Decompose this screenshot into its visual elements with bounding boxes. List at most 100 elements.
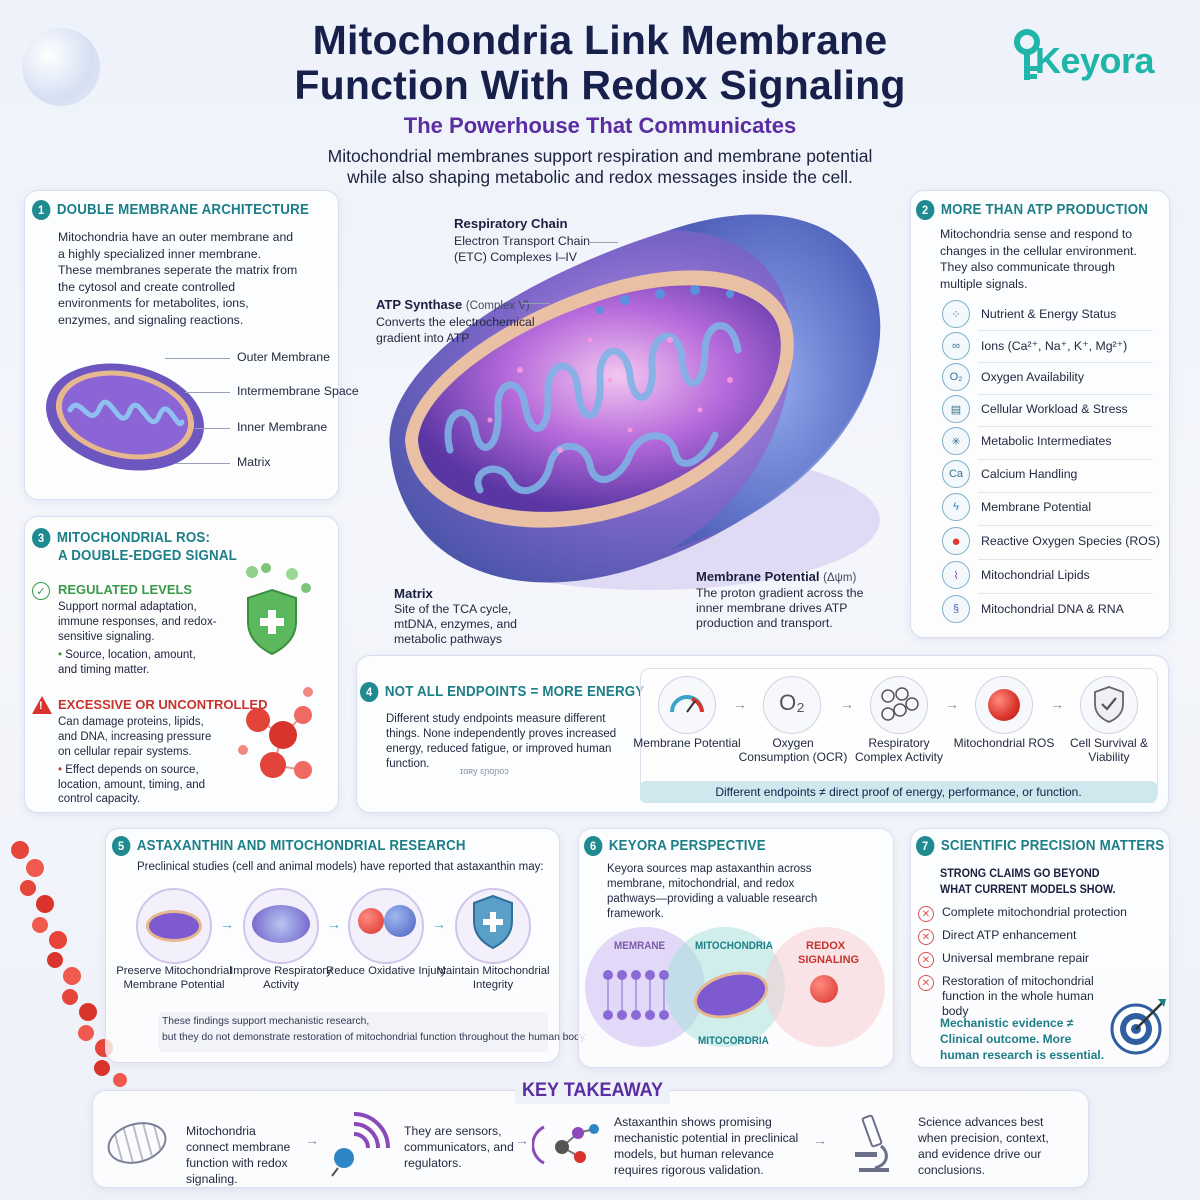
endpoint-gauge xyxy=(658,676,716,734)
divider xyxy=(978,593,1153,594)
list-item-ions: ∞ Ions (Ca²⁺, Na⁺, K⁺, Mg²⁺) xyxy=(942,332,1127,360)
regulated-levels-body: Support normal adaptation, immune respon… xyxy=(58,601,217,643)
section-2-title-text: MORE THAN ATP PRODUCTION xyxy=(940,201,1149,218)
ros-icon: ● xyxy=(942,527,970,555)
list-item-calcium: Ca Calcium Handling xyxy=(942,460,1077,488)
section-5-intro: Preclinical studies (cell and animal mod… xyxy=(137,861,544,873)
lightning-icon: ϟ xyxy=(942,493,970,521)
takeaway-item-3: Astaxanthin shows promising mechanistic … xyxy=(614,1115,799,1177)
section-5-note-1: These findings support mechanistic resea… xyxy=(162,1016,370,1027)
section-3-title-text-1: MITOCHONDRIAL ROS: xyxy=(56,529,211,546)
section-7-title-text: SCIENTIFIC PRECISION MATTERS xyxy=(940,837,1165,854)
divider xyxy=(978,330,1153,331)
atp-synthase-body-2: gradient into ATP xyxy=(376,331,470,345)
intro-line-1: Mitochondrial membranes support respirat… xyxy=(327,146,873,166)
section-7-footer: Mechanistic evidence ≠ Clinical outcome.… xyxy=(940,1016,1105,1062)
key-takeaway-title: KEY TAKEAWAY xyxy=(521,1080,664,1101)
section-4-faint-text: ɪɑʀy ɛɲɑɲoɔ xyxy=(460,766,509,776)
inner-membrane-pointer xyxy=(195,428,230,429)
endpoints-banner-text: Different endpoints ≠ direct proof of en… xyxy=(715,785,1082,799)
section-7-number: 7 xyxy=(916,836,935,856)
endpoint-label: Mitochondrial ROS xyxy=(953,736,1055,750)
ions-icon: ∞ xyxy=(942,332,970,360)
list-item-label: Metabolic Intermediates xyxy=(981,434,1112,448)
list-item-label: Calcium Handling xyxy=(981,467,1078,481)
section-5-title-text: ASTAXANTHIN AND MITOCHONDRIAL RESEARCH xyxy=(136,837,466,854)
regulated-bullet-text: Source, location, amount, and timing mat… xyxy=(58,649,196,676)
list-item-label: Nutrient & Energy Status xyxy=(981,307,1117,321)
arrow-icon: → xyxy=(1050,696,1064,712)
section-1-title-text: DOUBLE MEMBRANE ARCHITECTURE xyxy=(56,201,310,218)
regulated-levels-title: REGULATED LEVELS xyxy=(58,582,193,597)
claim-label: Restoration of mitochondrial function in… xyxy=(942,974,1094,1018)
membrane-potential-title-text: Membrane Potential xyxy=(696,569,820,584)
o2-icon: O₂ xyxy=(779,690,805,715)
page-title-line-1: Mitochondria Link Membrane xyxy=(312,17,888,63)
endpoint-label: Membrane Potential xyxy=(633,736,741,750)
divider xyxy=(978,559,1153,560)
astaxanthin-chain-decoration xyxy=(11,841,127,1087)
venn-right-label-2: SIGNALING xyxy=(798,954,860,966)
strong-claims-line-1: STRONG CLAIMS GO BEYOND xyxy=(940,866,1100,880)
section-6-body: Keyora sources map astaxanthin across me… xyxy=(607,863,818,920)
atp-synthase-title-text: ATP Synthase xyxy=(376,297,463,312)
arrow-icon: → xyxy=(813,1132,827,1148)
section-6-number: 6 xyxy=(584,836,603,856)
gauge-icon xyxy=(670,695,704,713)
claim-item: ✕Universal membrane repair xyxy=(918,951,1089,968)
membrane-potential-body-2: inner membrane drives ATP xyxy=(696,601,848,615)
list-item-label: Membrane Potential xyxy=(981,500,1092,514)
list-item-dna: §Mitochondrial DNA & RNA xyxy=(942,595,1124,623)
mitochondrion-small-illustration xyxy=(46,363,204,471)
divider xyxy=(978,459,1153,460)
section-3-card xyxy=(24,516,339,813)
arrow-icon: → xyxy=(733,696,747,712)
x-icon: ✕ xyxy=(918,929,934,945)
matrix-title: Matrix xyxy=(394,586,433,601)
claim-label: Direct ATP enhancement xyxy=(942,928,1077,942)
list-item-label: Ions (Ca²⁺, Na⁺, K⁺, Mg²⁺) xyxy=(981,339,1128,353)
ros-molecule-icon xyxy=(238,687,313,779)
respiratory-chain-title: Respiratory Chain xyxy=(454,216,568,231)
x-icon: ✕ xyxy=(918,952,934,968)
arrow-icon: → xyxy=(305,1132,319,1148)
shield-check-icon xyxy=(1094,686,1124,723)
calcium-icon: Ca xyxy=(942,460,970,488)
takeaway-item-1: Mitochondria connect membrane function w… xyxy=(186,1124,291,1186)
lipid-icon: ⌇ xyxy=(942,561,970,589)
divider xyxy=(978,492,1153,493)
oxygen-icon: O₂ xyxy=(942,363,970,391)
divider xyxy=(978,394,1153,395)
microscope-icon xyxy=(855,1114,889,1172)
section-1-body: Mitochondria have an outer membrane and … xyxy=(58,230,298,327)
membrane-potential-body-3: production and transport. xyxy=(696,616,833,630)
list-item-label: Reactive Oxygen Species (ROS) xyxy=(981,534,1161,548)
molecule-network-icon xyxy=(532,1124,599,1165)
membrane-potential-symbol: (Δψm) xyxy=(823,572,857,584)
atp-synthase-pointer xyxy=(522,303,550,304)
mito-mini-icon xyxy=(146,910,202,942)
divider xyxy=(978,525,1153,526)
check-icon: ✓ xyxy=(32,582,50,600)
warning-mark: ! xyxy=(39,700,43,712)
arrow-icon: → xyxy=(840,696,854,712)
venn-redox-icon xyxy=(810,975,838,1003)
oxidative-red-icon xyxy=(358,908,384,934)
section-3-number: 3 xyxy=(32,528,51,548)
endpoint-label: Oxygen Consumption (OCR) xyxy=(738,736,848,764)
section-7-title: 7 SCIENTIFIC PRECISION MATTERS xyxy=(916,836,1164,856)
x-icon: ✕ xyxy=(918,906,934,922)
section-6-title-text: KEYORA PERSPECTIVE xyxy=(608,837,766,854)
venn-right-label-1: REDOX xyxy=(806,940,846,952)
list-item-intermediates: ✳Metabolic Intermediates xyxy=(942,427,1112,455)
list-item-label: Mitochondrial DNA & RNA xyxy=(981,602,1124,616)
nutrient-icon: ⁘ xyxy=(942,300,970,328)
venn-left-label: MEMRANE xyxy=(614,940,666,952)
section-2-body: Mitochondria sense and respond to change… xyxy=(940,227,1137,291)
bullet-dot: • xyxy=(58,764,63,776)
inner-membrane-label: Inner Membrane xyxy=(237,420,328,434)
section-3-title-2: A DOUBLE-EDGED SIGNAL xyxy=(58,548,238,564)
section-3-title-1: 3 MITOCHONDRIAL ROS: xyxy=(32,528,210,548)
ros-sphere-icon xyxy=(988,689,1020,721)
